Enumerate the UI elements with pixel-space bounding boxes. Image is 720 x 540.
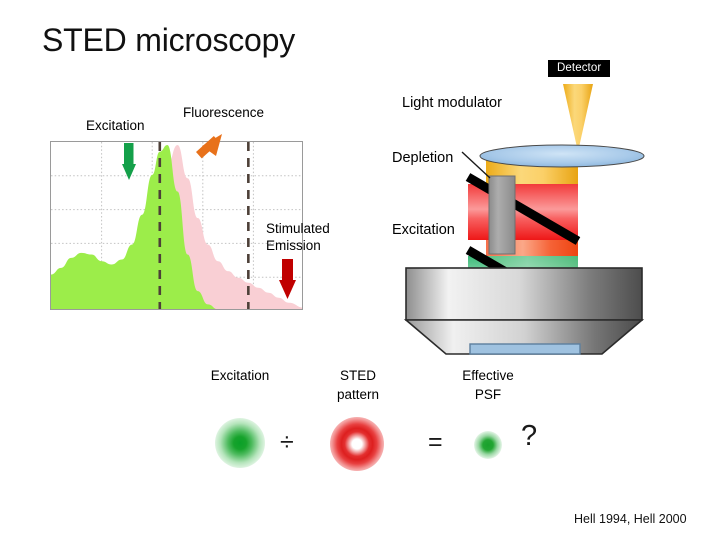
psf-label-sted-line2: pattern (336, 387, 380, 402)
detector-label: Detector (548, 60, 611, 77)
psf-label-sted-line1: STED (339, 368, 376, 383)
excitation-spectrum-area (51, 145, 217, 309)
sted-doughnut-pattern (330, 417, 384, 471)
light-modulator (488, 175, 516, 255)
optics-svg (403, 84, 645, 355)
optical-setup-diagram (390, 52, 720, 362)
optics-label-excitation: Excitation (392, 222, 455, 238)
sample-slide (469, 343, 581, 355)
citation-text: Hell 1994, Hell 2000 (574, 512, 687, 526)
equals-operator: = (428, 428, 443, 456)
spectral-marker-lines (158, 142, 250, 309)
psf-label-effective-psf: Effective PSF (448, 366, 528, 404)
psf-label-effective-line1: Effective (462, 368, 514, 383)
chart-label-excitation: Excitation (86, 118, 145, 133)
detector-focus-cone (563, 84, 593, 152)
question-mark: ? (521, 420, 538, 452)
collection-lens (479, 144, 645, 168)
psf-label-effective-line2: PSF (474, 387, 502, 402)
psf-label-sted-pattern: STED pattern (318, 366, 398, 404)
objective-barrel (405, 267, 643, 321)
light-modulator-leader-line (461, 151, 491, 179)
objective-cone (403, 319, 645, 355)
excitation-psf-spot (215, 418, 265, 468)
psf-label-excitation: Excitation (210, 368, 270, 383)
optics-label-depletion: Depletion (392, 150, 454, 166)
page-title: STED microscopy (42, 22, 296, 58)
spectra-plot-area (50, 141, 303, 310)
chart-label-stimulated-emission: Stimulated Emission (266, 220, 330, 254)
chart-label-fluorescence: Fluorescence (183, 105, 265, 120)
spectra-chart (50, 141, 303, 310)
divide-operator: ÷ (280, 428, 294, 456)
spectra-svg (51, 142, 302, 309)
chart-label-stimulated-line2: Emission (266, 238, 321, 253)
chart-label-stimulated-line1: Stimulated (266, 221, 330, 236)
effective-psf-spot (474, 431, 502, 459)
optics-label-light-modulator: Light modulator (402, 95, 502, 111)
dichroic-mirror-upper (465, 173, 581, 245)
